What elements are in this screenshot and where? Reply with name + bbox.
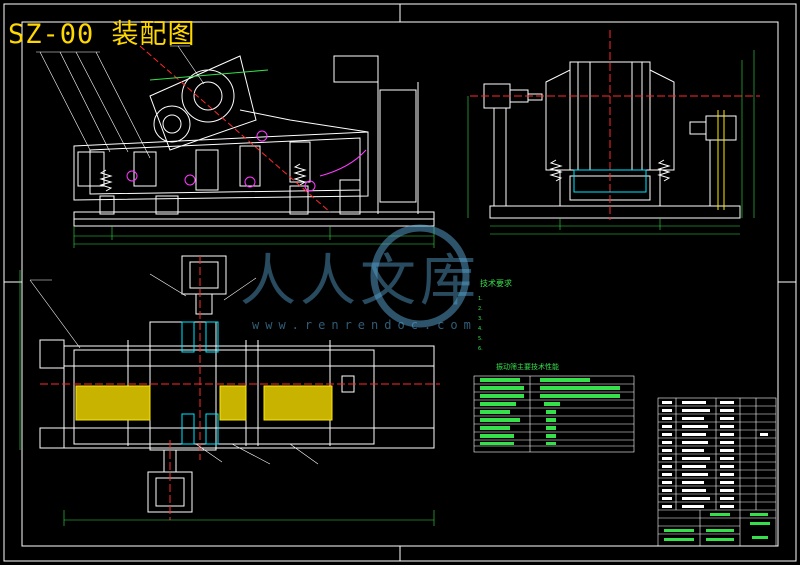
tech-note: 2. xyxy=(478,306,483,312)
tech-requirements-title: 技术要求 xyxy=(480,279,512,288)
drawing-title: SZ-00 装配图 xyxy=(8,19,196,50)
screen-mesh xyxy=(75,385,333,421)
watermark-text: 人人文库 xyxy=(240,249,480,314)
tech-note: 5. xyxy=(478,336,483,342)
top-view-leaders xyxy=(29,273,319,465)
watermark-logo xyxy=(370,224,470,328)
performance-table-cells xyxy=(480,378,620,445)
front-view xyxy=(73,55,435,227)
tech-requirements-notes: 1. 2. 3. 4. 5. 6. xyxy=(478,294,483,354)
front-view-leaders xyxy=(36,45,205,159)
tech-note: 1. xyxy=(478,296,483,302)
tech-note: 4. xyxy=(478,326,483,332)
parts-list xyxy=(657,397,777,547)
title-block-cells xyxy=(664,513,770,541)
side-view xyxy=(483,61,741,219)
border-ticks xyxy=(4,4,796,561)
side-view-dimensions xyxy=(467,50,755,235)
top-view-details xyxy=(40,256,440,520)
front-view-details xyxy=(126,45,367,213)
top-view-dimensions xyxy=(19,270,435,526)
side-view-details xyxy=(470,30,760,220)
parts-list-cells xyxy=(662,401,768,508)
tech-note: 3. xyxy=(478,316,483,322)
watermark-url: www.renrendoc.com xyxy=(252,318,477,332)
tech-note: 6. xyxy=(478,346,483,352)
performance-table-title: 振动筛主要技术性能 xyxy=(496,363,559,371)
performance-table xyxy=(473,375,635,453)
